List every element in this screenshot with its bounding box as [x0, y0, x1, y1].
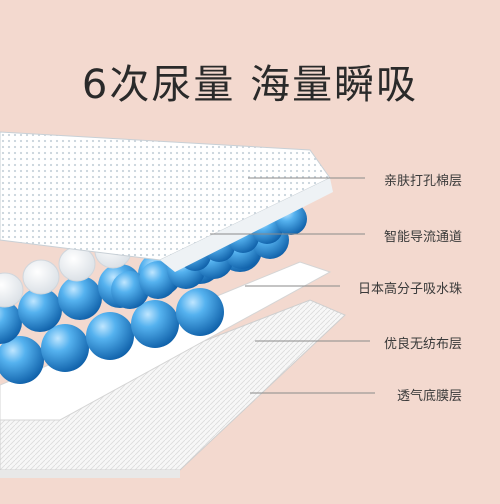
absorbent-bead	[0, 336, 44, 384]
cotton-roll	[0, 272, 24, 308]
headline: 6次尿量 海量瞬吸	[81, 62, 419, 108]
callout-breathable-film: 透气底膜层	[396, 389, 462, 404]
perforated-cotton-fold	[160, 178, 333, 272]
callout-lines	[210, 177, 375, 394]
callout-nonwoven-fabric: 优良无纺布层	[383, 337, 462, 352]
absorbent-bead	[0, 300, 22, 344]
cotton-roll	[22, 259, 60, 295]
absorbent-bead	[18, 288, 62, 332]
callout-perforated-cotton: 亲肤打孔棉层	[383, 174, 462, 189]
absorbent-bead	[58, 276, 102, 320]
absorbent-bead	[176, 288, 224, 336]
callout-absorbent-beads: 日本高分子吸水珠	[357, 282, 462, 297]
absorbent-bead	[131, 300, 179, 348]
absorbent-bead	[41, 324, 89, 372]
cotton-roll	[58, 246, 96, 282]
breathable-film-edge	[0, 470, 180, 478]
absorbent-bead	[86, 312, 134, 360]
callout-flow-channel: 智能导流通道	[383, 230, 462, 245]
